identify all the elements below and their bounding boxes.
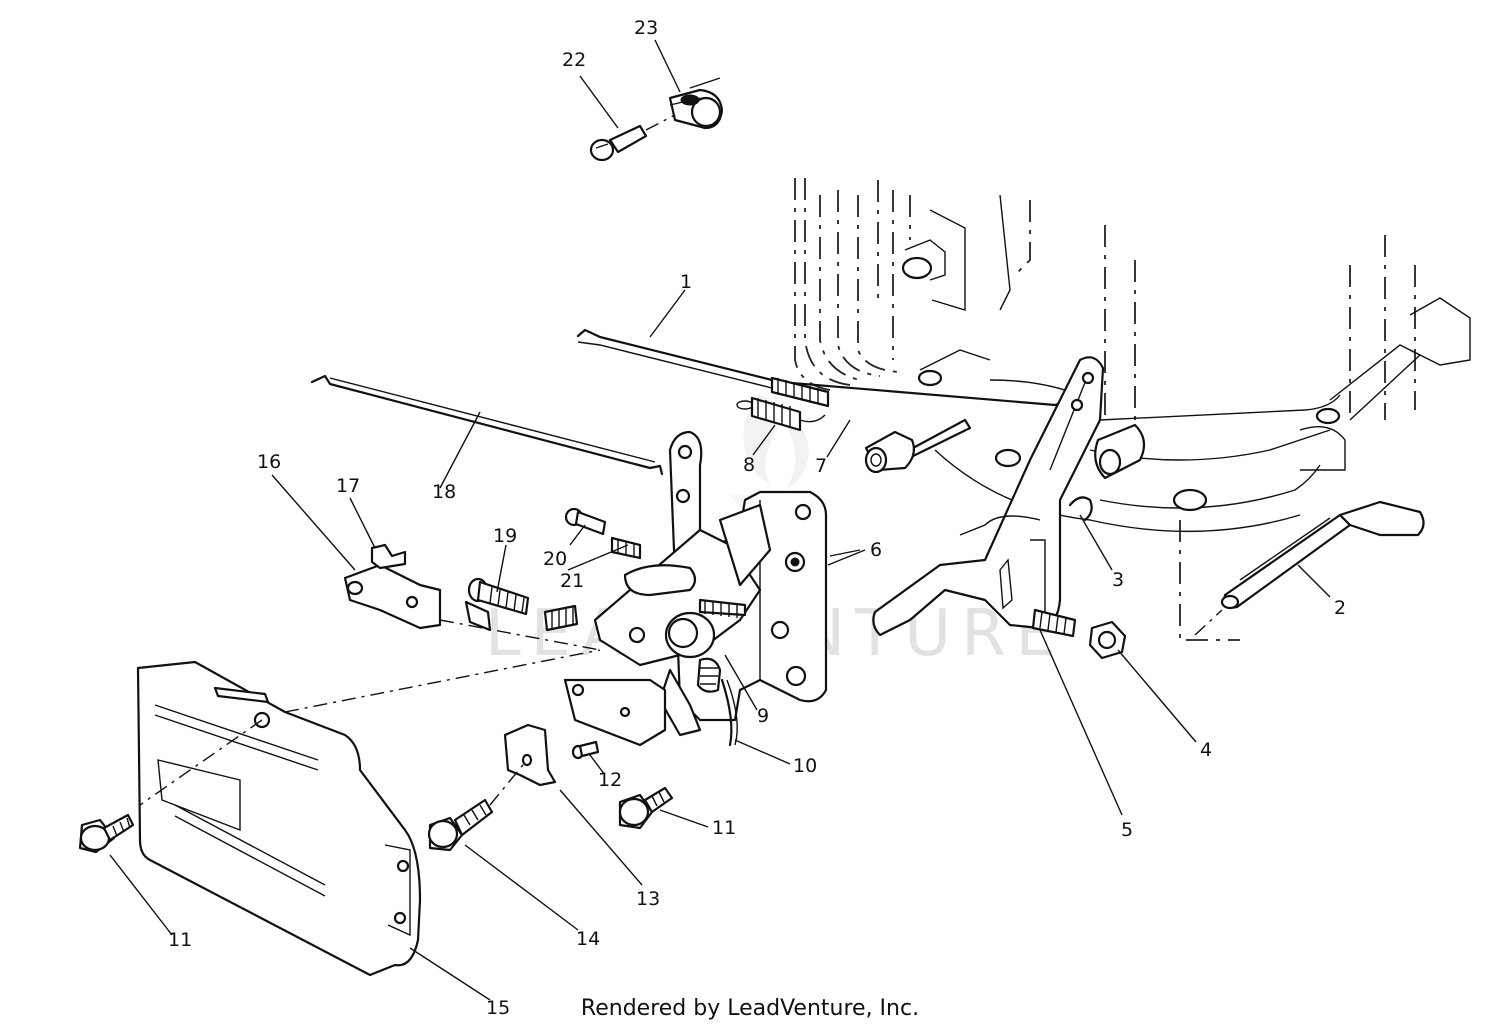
callout-9: 9 [757,705,769,727]
callout-20: 20 [543,548,567,570]
callout-12: 12 [598,769,622,791]
part-11-bolt-left [78,813,135,854]
callout-13: 13 [636,888,660,910]
part-21-springs [543,536,642,632]
part-5-throttle-lever [872,356,1105,638]
callout-11-left: 11 [168,929,192,951]
callout-4: 4 [1200,739,1212,761]
callout-7: 7 [815,455,827,477]
callout-5: 5 [1121,819,1133,841]
callout-3: 3 [1112,569,1124,591]
callout-10: 10 [793,755,817,777]
part-7-throttle-link [864,418,972,474]
callout-17: 17 [336,475,360,497]
part-12-screw [571,740,600,760]
part-13-clip [503,723,557,787]
leader-lines [109,39,1331,1001]
callout-18: 18 [432,481,456,503]
part-16-17-lever-bracket [343,543,601,651]
part-15-cover-plate [136,649,601,977]
callout-23: 23 [634,17,658,39]
callout-8: 8 [743,454,755,476]
part-1-governor-rod [576,328,1082,408]
part-8-spring [736,396,826,432]
footer-credit: Rendered by LeadVenture, Inc. [580,996,920,1021]
callout-2: 2 [1334,597,1346,619]
part-11-bolt-right [618,786,674,830]
part-4-nut [1088,620,1127,660]
part-18-link-rod [310,374,664,476]
callout-19: 19 [493,525,517,547]
part-22-screw [589,114,676,162]
part-23-cable-clamp [668,77,724,130]
callout-11-right: 11 [712,817,736,839]
part-9-control-lever-assembly [563,503,772,747]
callout-16: 16 [257,451,281,473]
callout-1: 1 [680,271,692,293]
callout-15: 15 [486,997,510,1019]
part-20-screw [564,507,607,536]
part-19-bolt [467,577,530,616]
callout-21: 21 [560,570,584,592]
part-2-governor-shaft [1194,500,1425,636]
callout-14: 14 [576,928,600,950]
engine-block-outline [794,178,1471,641]
part-14-bolt [427,759,528,852]
callout-22: 22 [562,49,586,71]
callout-6: 6 [870,539,882,561]
callout-labels: 1 2 3 4 5 6 7 8 9 10 11 11 12 13 14 15 1… [168,17,1346,1019]
